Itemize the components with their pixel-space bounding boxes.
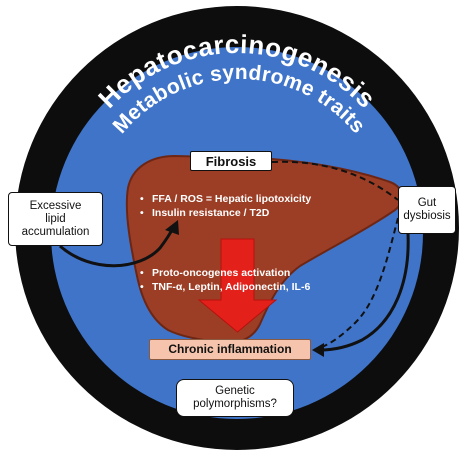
bullet-text: Insulin resistance / T2D (152, 207, 270, 219)
list-item: • TNF-α, Leptin, Adiponectin, IL-6 (140, 280, 310, 294)
chronic-inflammation-label: Chronic inflammation (149, 339, 311, 360)
lipid-arrowhead (165, 220, 179, 235)
gut-inflammation-arrow (319, 233, 410, 352)
fibrosis-gut-dashed-line (271, 160, 399, 201)
fibrosis-text: Fibrosis (205, 153, 257, 169)
liver-bullets-bottom: • Proto-oncogenes activation • TNF-α, Lept… (140, 266, 310, 294)
excessive-lipid-text: Excessive lipid accumulation (21, 199, 90, 238)
genetic-polymorphisms-box: Genetic polymorphisms? (176, 379, 294, 417)
bullet-text: FFA / ROS = Hepatic lipotoxicity (152, 193, 312, 205)
bullet-symbol: • (140, 281, 144, 293)
liver-bullets-top: • FFA / ROS = Hepatic lipotoxicity • Insul… (140, 192, 311, 220)
bullet-text: TNF-α, Leptin, Adiponectin, IL-6 (152, 281, 311, 293)
gut-inflammation-dashed-line (315, 217, 399, 350)
fibrosis-label: Fibrosis (190, 151, 272, 171)
list-item: • FFA / ROS = Hepatic lipotoxicity (140, 192, 311, 206)
gut-dysbiosis-text: Gut dysbiosis (403, 197, 451, 222)
lipid-arrow (59, 227, 175, 268)
gut-dysbiosis-box: Gut dysbiosis (398, 186, 456, 234)
bullet-symbol: • (140, 207, 144, 219)
gut-inflammation-arrowhead (312, 343, 324, 357)
excessive-lipid-box: Excessive lipid accumulation (8, 192, 103, 246)
bullet-symbol: • (140, 193, 144, 205)
genetic-polymorphisms-text: Genetic polymorphisms? (193, 385, 277, 410)
bullet-text: Proto-oncogenes activation (152, 267, 291, 279)
bullet-symbol: • (140, 267, 144, 279)
big-down-arrow (197, 238, 278, 333)
list-item: • Proto-oncogenes activation (140, 266, 310, 280)
chronic-inflammation-text: Chronic inflammation (168, 342, 292, 356)
list-item: • Insulin resistance / T2D (140, 206, 311, 220)
